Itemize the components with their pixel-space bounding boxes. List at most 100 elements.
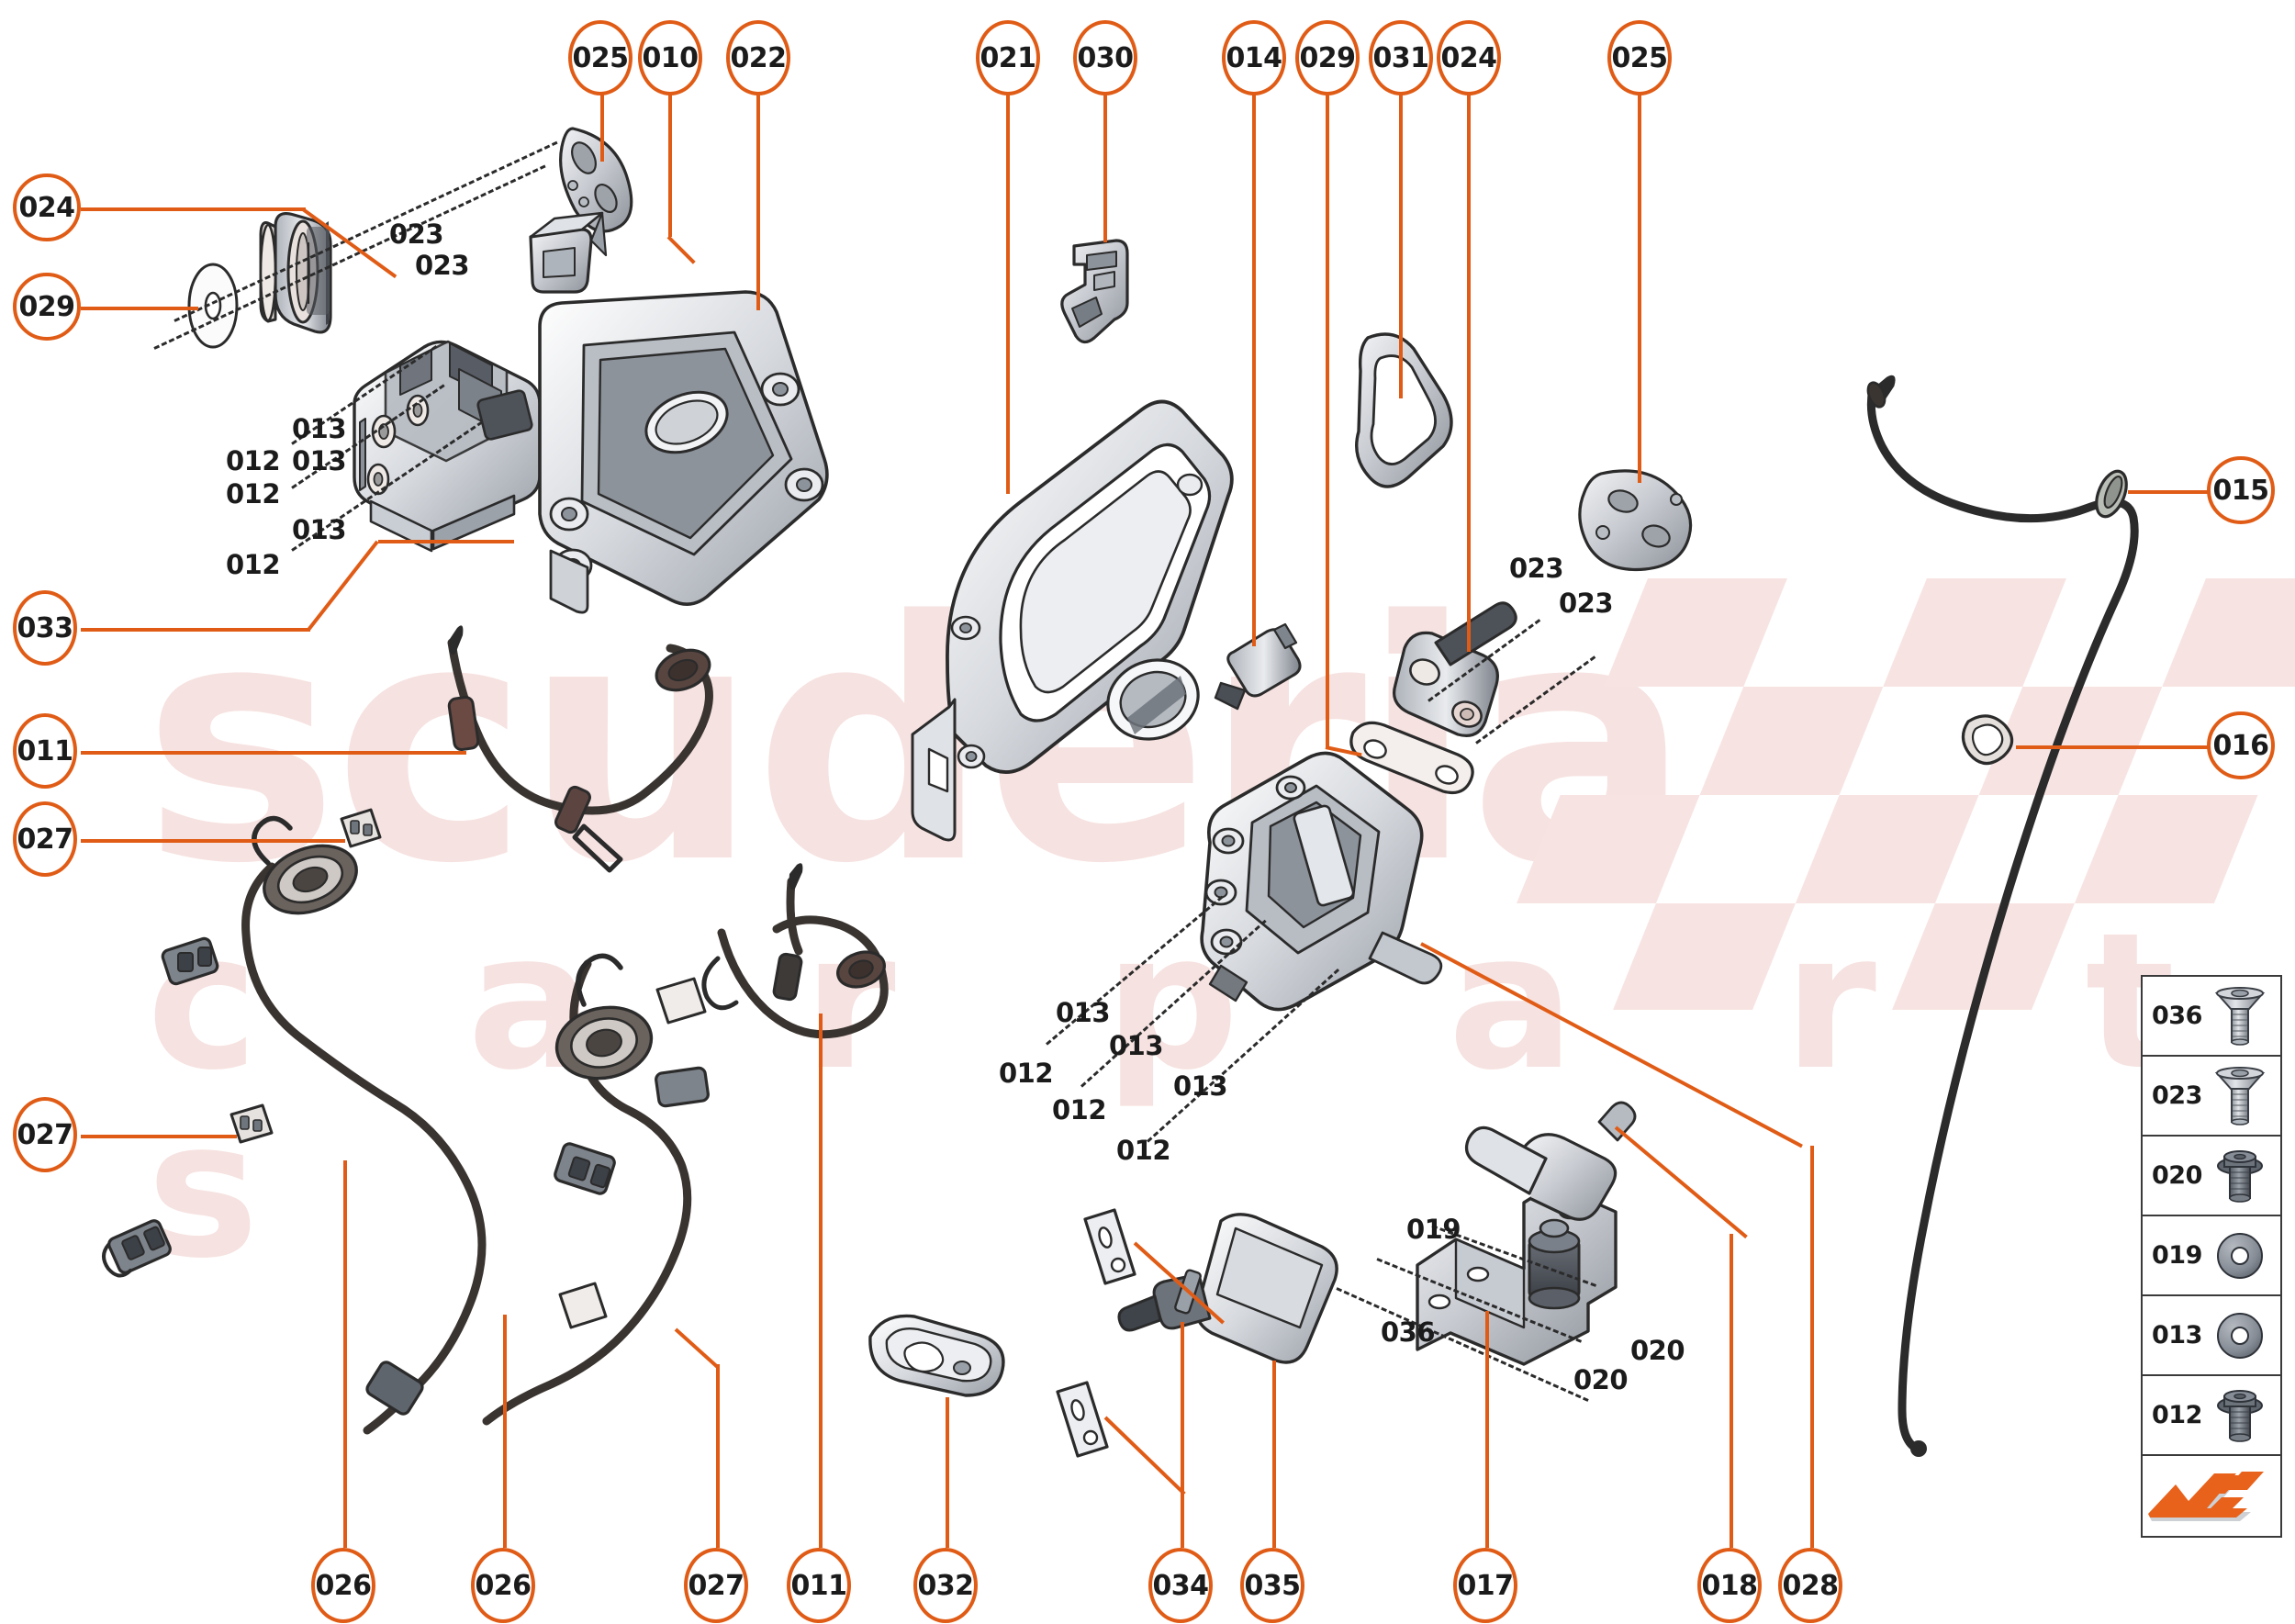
callout-label: 033 [17, 611, 73, 644]
callout-label: 027 [688, 1569, 744, 1602]
callout-026-right[interactable]: 026 [471, 1548, 535, 1623]
leader-line [503, 1315, 507, 1548]
legend-row: 013 [2143, 1296, 2280, 1376]
callout-017[interactable]: 017 [1453, 1548, 1517, 1623]
part-number-label: 013 [1173, 1070, 1228, 1102]
leader-line [81, 207, 306, 211]
part-number-013: 013 [1109, 1030, 1164, 1061]
leader-line [819, 1014, 823, 1548]
callout-018[interactable]: 018 [1697, 1548, 1762, 1623]
part-035-actuator [1117, 1213, 1338, 1364]
part-027-pad-d [558, 1282, 608, 1329]
part-034-strike-plate-lower [1056, 1381, 1109, 1458]
callout-015[interactable]: 015 [2207, 456, 2275, 524]
part-number-012: 012 [1116, 1135, 1171, 1166]
callout-label: 027 [17, 823, 73, 856]
part-028-door-latch [1200, 751, 1443, 1012]
part-026-speaker-harness-left [102, 815, 487, 1435]
callout-028[interactable]: 028 [1778, 1548, 1842, 1623]
callout-014[interactable]: 014 [1222, 20, 1286, 95]
callout-029[interactable]: 029 [13, 273, 81, 341]
part-011-cable-upper [447, 625, 713, 873]
leader-line [343, 1160, 347, 1548]
part-number-label: 023 [1559, 588, 1614, 619]
leader-line [1467, 79, 1471, 652]
leader-line [1252, 79, 1256, 646]
callout-label: 015 [2212, 474, 2269, 507]
callout-034[interactable]: 034 [1148, 1548, 1213, 1623]
part-number-013: 013 [1173, 1070, 1228, 1102]
legend-row: 019 [2143, 1216, 2280, 1296]
part-number-label: 013 [292, 445, 347, 476]
callout-021[interactable]: 021 [976, 20, 1040, 95]
part-016-cable-grommet [1961, 714, 2014, 766]
legend-code: 020 [2152, 1161, 2202, 1190]
leader-line [600, 75, 604, 162]
leader-line [81, 628, 310, 632]
callout-label: 022 [730, 41, 787, 74]
leader-line [81, 751, 466, 755]
callout-label: 014 [1226, 41, 1282, 74]
callout-026-left[interactable]: 026 [311, 1548, 375, 1623]
leader-line [81, 839, 345, 843]
part-number-012: 012 [1052, 1094, 1107, 1126]
part-number-020: 020 [1573, 1364, 1629, 1395]
callout-011-upper[interactable]: 011 [13, 713, 77, 789]
part-025-trim-cap-left [559, 127, 633, 233]
legend-code: 036 [2152, 1002, 2202, 1030]
part-025-trim-cap-right [1578, 469, 1693, 572]
part-number-023: 023 [389, 218, 444, 250]
legend-code: 013 [2152, 1321, 2202, 1350]
part-022-hinge-plate [538, 290, 829, 614]
callout-031[interactable]: 031 [1369, 20, 1433, 95]
callout-label: 028 [1782, 1569, 1839, 1602]
legend-code: 023 [2152, 1081, 2202, 1110]
callout-022[interactable]: 022 [726, 20, 790, 95]
part-027-pad-a [340, 808, 382, 848]
legend-row: 012 [2143, 1376, 2280, 1456]
callout-033[interactable]: 033 [13, 590, 77, 666]
callout-027-upper[interactable]: 027 [13, 801, 77, 877]
part-029-seal-ring [187, 263, 239, 349]
part-015-cable-end [2095, 469, 2128, 519]
legend-row: 036 [2143, 977, 2280, 1057]
callout-024-right[interactable]: 024 [1437, 20, 1501, 95]
callout-024[interactable]: 024 [13, 174, 81, 241]
part-number-012: 012 [226, 549, 281, 580]
leader-line [81, 307, 198, 310]
leader-line [1638, 79, 1641, 483]
leader-line [2016, 745, 2212, 749]
callout-label: 011 [17, 734, 73, 767]
part-033-lock-actuator [353, 340, 542, 553]
callout-035[interactable]: 035 [1240, 1548, 1304, 1623]
callout-011-lower[interactable]: 011 [787, 1548, 851, 1623]
callout-label: 030 [1077, 41, 1134, 74]
callout-025-right[interactable]: 025 [1607, 20, 1672, 95]
part-034-strike-plate-upper [1083, 1208, 1136, 1285]
callout-016[interactable]: 016 [2207, 711, 2275, 779]
part-010-clip [529, 211, 608, 294]
callout-label: 035 [1244, 1569, 1301, 1602]
callout-029-right[interactable]: 029 [1295, 20, 1360, 95]
callout-025-left[interactable]: 025 [568, 20, 633, 95]
part-number-label: 023 [1509, 553, 1564, 584]
callout-030[interactable]: 030 [1073, 20, 1137, 95]
callout-010[interactable]: 010 [638, 20, 702, 95]
leader-line [1326, 79, 1329, 747]
part-number-label: 013 [292, 413, 347, 444]
legend-code: 012 [2152, 1401, 2202, 1429]
part-number-label: 019 [1406, 1214, 1461, 1245]
callout-027-lower[interactable]: 027 [13, 1097, 77, 1172]
flange-bolt-icon [2206, 1148, 2275, 1204]
leader-line [756, 81, 760, 310]
washer-icon [2206, 1229, 2275, 1282]
part-number-label: 036 [1381, 1316, 1436, 1348]
countersunk-bolt-icon [2206, 1066, 2275, 1126]
part-number-label: 012 [226, 549, 281, 580]
callout-032[interactable]: 032 [913, 1548, 978, 1623]
part-024-lock-cylinder [259, 211, 332, 334]
callout-label: 026 [315, 1569, 372, 1602]
part-031-handle-loop [1355, 332, 1453, 488]
callout-027-bottom[interactable]: 027 [684, 1548, 748, 1623]
